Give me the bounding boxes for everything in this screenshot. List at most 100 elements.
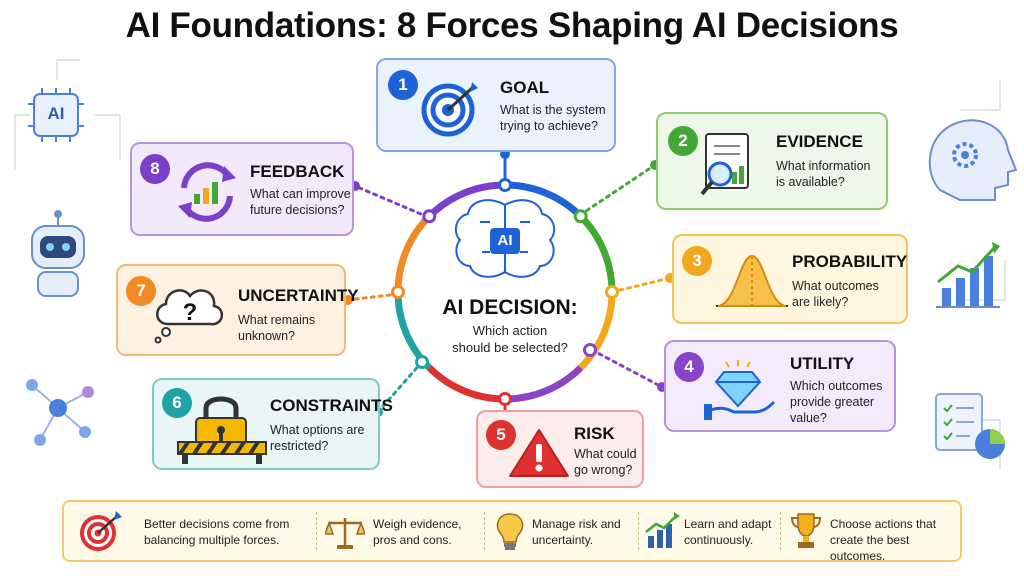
force-description-line: value?: [790, 411, 827, 425]
ring-nodes: [391, 178, 619, 406]
footer-text-line: Better decisions come from: [144, 517, 290, 531]
target-icon: [80, 511, 122, 551]
footer-text-line: balancing multiple forces.: [144, 533, 280, 547]
force-title: UNCERTAINTY: [238, 286, 359, 305]
footer-text-line: pros and cons.: [373, 533, 452, 547]
footer-text: Weigh evidence, pros and cons.: [373, 516, 462, 548]
force-description-line: What is the system: [500, 103, 606, 117]
ai-chip-decoration-label: AI: [47, 104, 65, 123]
bell-curve-icon: [716, 254, 788, 307]
diamond-hand-icon: [704, 360, 776, 420]
ai-chip-icon: [490, 228, 520, 254]
force-description: What remains unknown?: [238, 312, 315, 344]
force-title: CONSTRAINTS: [270, 396, 393, 415]
scales-icon: [325, 518, 365, 549]
decision-ring: [394, 181, 616, 403]
force-description: What information is available?: [776, 158, 870, 190]
footer-item: Manage risk and uncertainty.: [488, 502, 638, 560]
trophy-icon: [790, 513, 822, 548]
force-title: RISK: [574, 424, 615, 443]
force-card-probability: 3 PROBABILITY What outcomes are likely?: [672, 234, 908, 324]
force-description: What outcomes are likely?: [792, 278, 879, 310]
force-description-line: provide greater: [790, 395, 875, 409]
force-description-line: unknown?: [238, 329, 295, 343]
footer-text-line: uncertainty.: [532, 533, 594, 547]
force-description: What could go wrong?: [574, 446, 637, 478]
force-number-badge: 5: [486, 420, 516, 450]
footer-text-line: Weigh evidence,: [373, 517, 462, 531]
force-number-badge: 7: [126, 276, 156, 306]
footer-text-line: continuously.: [684, 533, 754, 547]
padlock-barrier-icon: [177, 396, 267, 464]
force-number-badge: 1: [388, 70, 418, 100]
force-title: GOAL: [500, 78, 550, 97]
force-description-line: future decisions?: [250, 203, 345, 217]
robot-icon: [31, 210, 85, 297]
footer-divider: [638, 512, 639, 550]
footer-text-line: Manage risk and: [532, 517, 621, 531]
force-description-line: go wrong?: [574, 463, 633, 477]
force-title: UTILITY: [790, 354, 855, 373]
growth-chart-decoration: [936, 242, 1000, 308]
center-subtitle-line2: should be selected?: [452, 340, 568, 355]
force-description-line: What options are: [270, 423, 365, 437]
force-description: What options are restricted?: [270, 422, 365, 454]
force-card-uncertainty: 7 ? UNCERTAINTY What remains unknown?: [116, 264, 359, 356]
svg-text:?: ?: [183, 299, 198, 326]
force-description-line: Which outcomes: [790, 379, 883, 393]
checklist-pie-icon: [935, 393, 1005, 459]
force-description-line: restricted?: [270, 439, 329, 453]
force-description: Which outcomes provide greater value?: [790, 378, 882, 426]
footer-divider: [780, 512, 781, 550]
force-card-evidence: 2 EVIDENCE What information is available…: [656, 112, 888, 210]
force-description-line: What information: [776, 159, 871, 173]
force-title: PROBABILITY: [792, 252, 908, 271]
footer-divider: [484, 512, 485, 550]
force-description-line: What can improve: [250, 187, 351, 201]
lightbulb-icon: [496, 513, 524, 550]
force-title: EVIDENCE: [776, 132, 863, 151]
force-description: What can improve future decisions?: [250, 186, 351, 218]
force-description-line: What outcomes: [792, 279, 879, 293]
footer-text: Manage risk and uncertainty.: [532, 516, 621, 548]
force-card-risk: 5 RISK What could go wrong?: [476, 410, 644, 488]
network-icon: [26, 379, 94, 446]
center-title: AI DECISION:: [442, 296, 578, 319]
footer-text-line: create the best outcomes.: [830, 533, 910, 563]
head-gear-icon: [928, 119, 1018, 201]
footer-item: Learn and adapt continuously.: [642, 502, 792, 560]
footer-item: Choose actions that create the best outc…: [784, 502, 960, 563]
footer-item: Weigh evidence, pros and cons.: [319, 502, 489, 560]
warning-icon: [509, 429, 569, 477]
ai-chip-decoration: [28, 88, 84, 142]
force-description-line: are likely?: [792, 295, 849, 309]
force-description-line: trying to achieve?: [500, 119, 598, 133]
footer-summary: Better decisions come from balancing mul…: [62, 500, 962, 563]
footer-text: Choose actions that create the best outc…: [830, 516, 960, 564]
brain-icon: [454, 199, 556, 278]
force-card-goal: 1 GOAL What is the system trying to achi…: [376, 58, 616, 152]
force-number-badge: 2: [668, 126, 698, 156]
force-card-constraints: 6 CONSTRAINTS What options are restricte…: [152, 378, 393, 470]
force-card-feedback: 8 FEEDBACK What can improve future decis…: [130, 142, 354, 236]
question-cloud-icon: ?: [154, 289, 223, 344]
force-number-badge: 8: [140, 154, 170, 184]
center-chip-label: AI: [497, 232, 513, 249]
footer-text-line: Learn and adapt: [684, 517, 772, 531]
document-magnifier-icon: [700, 133, 749, 196]
growth-chart-icon: [645, 512, 680, 548]
force-card-utility: 4 UTILITY Which outcomes provide greater…: [664, 340, 896, 432]
footer-item: Better decisions come from balancing mul…: [64, 502, 314, 560]
center-subtitle-line1: Which action: [472, 323, 548, 338]
footer-divider: [316, 512, 317, 550]
force-description-line: What could: [574, 447, 637, 461]
target-icon: [421, 82, 478, 137]
page-title: AI Foundations: 8 Forces Shaping AI Deci…: [125, 6, 899, 45]
force-description-line: is available?: [776, 175, 845, 189]
force-title: FEEDBACK: [250, 162, 345, 181]
footer-text: Learn and adapt continuously.: [684, 516, 771, 548]
cycle-chart-icon: [178, 162, 236, 222]
footer-text: Better decisions come from balancing mul…: [144, 516, 289, 548]
force-description-line: What remains: [238, 313, 316, 327]
